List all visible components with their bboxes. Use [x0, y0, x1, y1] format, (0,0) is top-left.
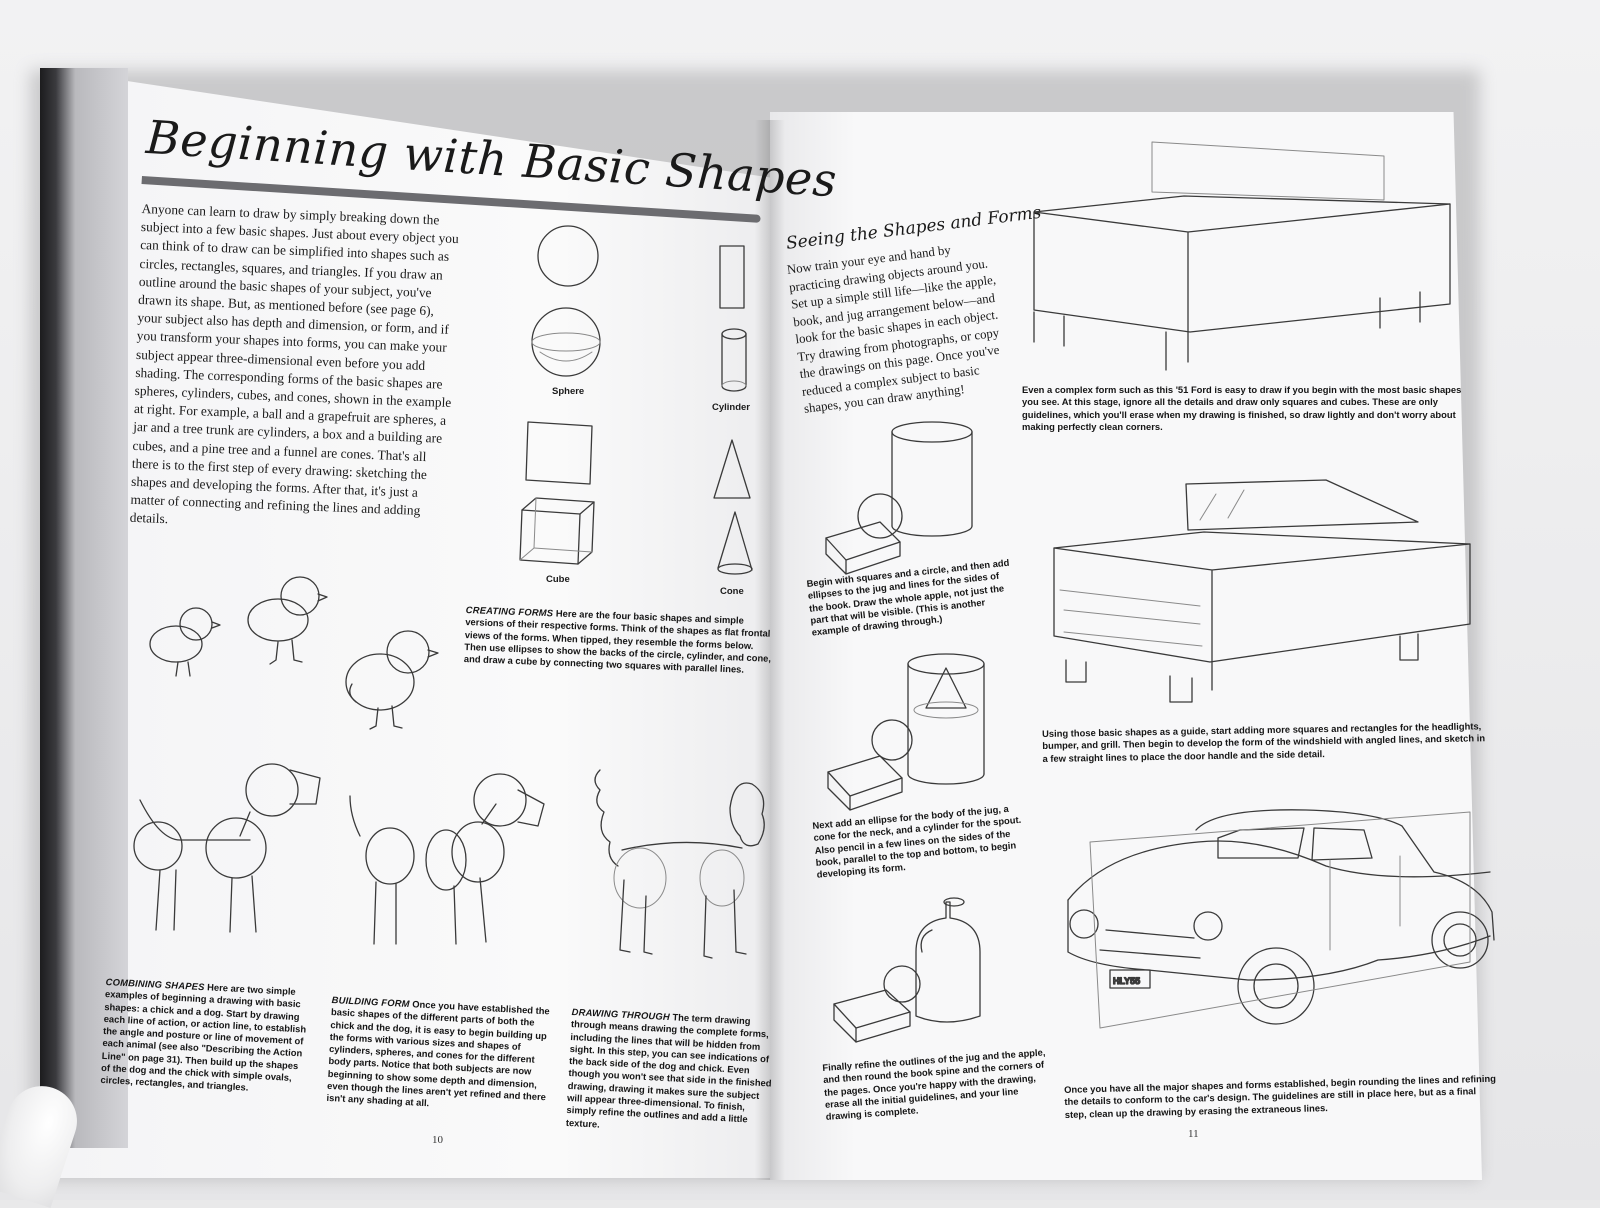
right-page-number: 11 — [1188, 1128, 1199, 1140]
cube-label: Cube — [546, 574, 570, 585]
caption-text: Here are the four basic shapes and simpl… — [463, 607, 772, 675]
car-caption-2: Using those basic shapes as a guide, sta… — [1042, 720, 1486, 764]
intro-paragraph: Anyone can learn to draw by simply break… — [129, 200, 459, 527]
caption-text: The term drawing through means drawing t… — [565, 1011, 772, 1130]
left-page-number: 10 — [432, 1134, 443, 1146]
car-caption-1: Even a complex form such as this '51 For… — [1022, 384, 1462, 432]
sphere-label: Sphere — [552, 386, 585, 397]
left-page-edge — [40, 68, 128, 1148]
creating-forms-caption: Creating Forms Here are the four basic s… — [464, 604, 778, 677]
spine-gutter — [755, 120, 785, 1180]
caption-text: Once you have established the basic shap… — [326, 998, 550, 1109]
section-intro: Now train your eye and hand by practicin… — [786, 242, 1001, 416]
cylinder-label: Cylinder — [712, 402, 751, 413]
cone-label: Cone — [720, 586, 744, 597]
combining-shapes-caption: Combining Shapes Here are two simple exa… — [100, 976, 314, 1097]
caption-text: Here are two simple examples of beginnin… — [100, 981, 307, 1093]
drawing-through-caption: Drawing Through The term drawing through… — [566, 1006, 780, 1140]
building-form-caption: Building Form Once you have established … — [326, 994, 553, 1116]
left-page — [40, 68, 780, 1178]
